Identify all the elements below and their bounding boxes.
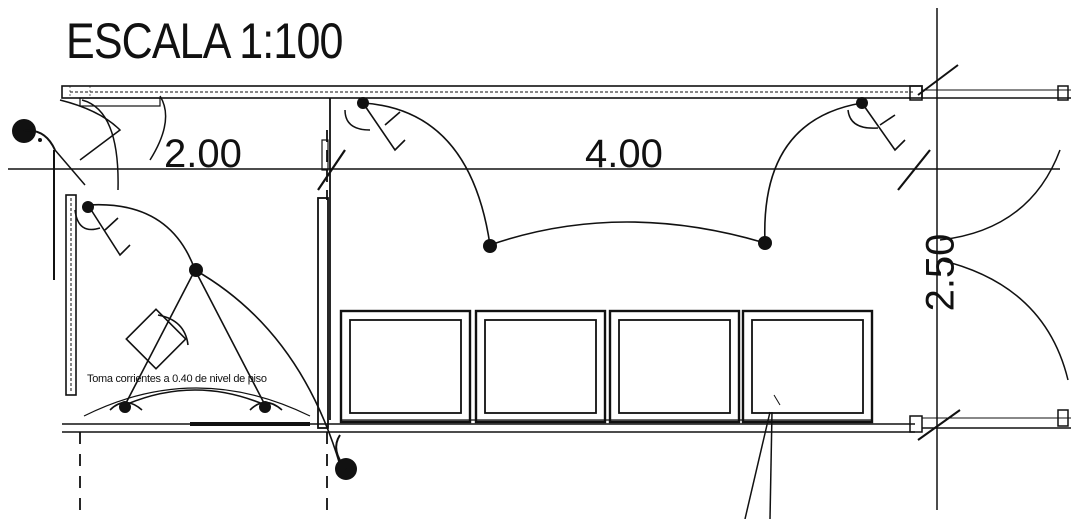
switch-arc — [74, 209, 101, 231]
switch-point — [82, 201, 94, 213]
light-fixture-arm — [38, 138, 42, 142]
cabinet-2-inner — [484, 319, 597, 414]
door-swing-left-2 — [59, 99, 122, 161]
cabinet-4 — [741, 309, 874, 424]
cabinet-3-inner — [618, 319, 731, 414]
junction-point — [758, 236, 772, 250]
wall-far-right-top — [1057, 85, 1069, 101]
scale-title: ESCALA 1:100 — [66, 13, 343, 69]
dimension-tick — [54, 149, 86, 186]
wiring-line — [194, 269, 266, 406]
leader-line — [773, 394, 781, 406]
leader-line — [744, 411, 771, 519]
switch-symbol — [362, 102, 406, 152]
partition-cap — [321, 139, 329, 171]
switch-symbol — [87, 204, 131, 257]
switch-arc — [847, 109, 879, 129]
dimension-tick — [317, 149, 346, 191]
cabinet-1-inner — [349, 319, 462, 414]
cabinet-2 — [474, 309, 607, 424]
wall-far-right-bottom — [1057, 409, 1069, 427]
switch-point — [357, 97, 369, 109]
switch-point — [856, 97, 868, 109]
junction-point — [189, 263, 203, 277]
wall-right-top — [909, 85, 923, 101]
outlet-note: Toma corrientes a 0.40 de nivel de piso — [87, 373, 267, 385]
outlet-point — [119, 401, 131, 413]
dimension-label-depth: 2.50 — [918, 233, 963, 312]
cabinet-3 — [608, 309, 741, 424]
chair-back — [157, 314, 189, 346]
fixture-arm — [335, 434, 347, 470]
door-swing-right — [939, 149, 1061, 241]
chair-seat — [125, 308, 187, 370]
cabinet-1 — [339, 309, 472, 424]
door-swing-small — [149, 95, 167, 161]
wiring-arc — [124, 389, 266, 406]
partition-wall — [317, 197, 329, 429]
leader-line — [769, 411, 773, 519]
door-leaf-top — [79, 97, 161, 107]
wiring-line — [124, 269, 196, 406]
wiring-arc — [194, 269, 341, 466]
dimension-tick — [917, 409, 961, 441]
wiring-arc — [362, 102, 491, 246]
switch-arc — [344, 109, 371, 131]
wall-left — [65, 194, 77, 396]
wall-bottom-arc — [83, 387, 311, 417]
switch-symbol — [861, 102, 906, 152]
dimension-label-left: 2.00 — [164, 132, 242, 176]
fixture-arm — [23, 129, 56, 151]
outlet-point — [259, 401, 271, 413]
dimension-tick — [897, 149, 931, 191]
wiring-arc — [489, 221, 766, 246]
junction-point — [483, 239, 497, 253]
dimension-label-right: 4.00 — [585, 132, 663, 176]
cabinet-4-inner — [751, 319, 864, 414]
door-swing-left — [81, 99, 119, 191]
wiring-arc — [87, 203, 196, 271]
wiring-arc — [764, 102, 863, 244]
door-swing-right-2 — [939, 259, 1069, 381]
